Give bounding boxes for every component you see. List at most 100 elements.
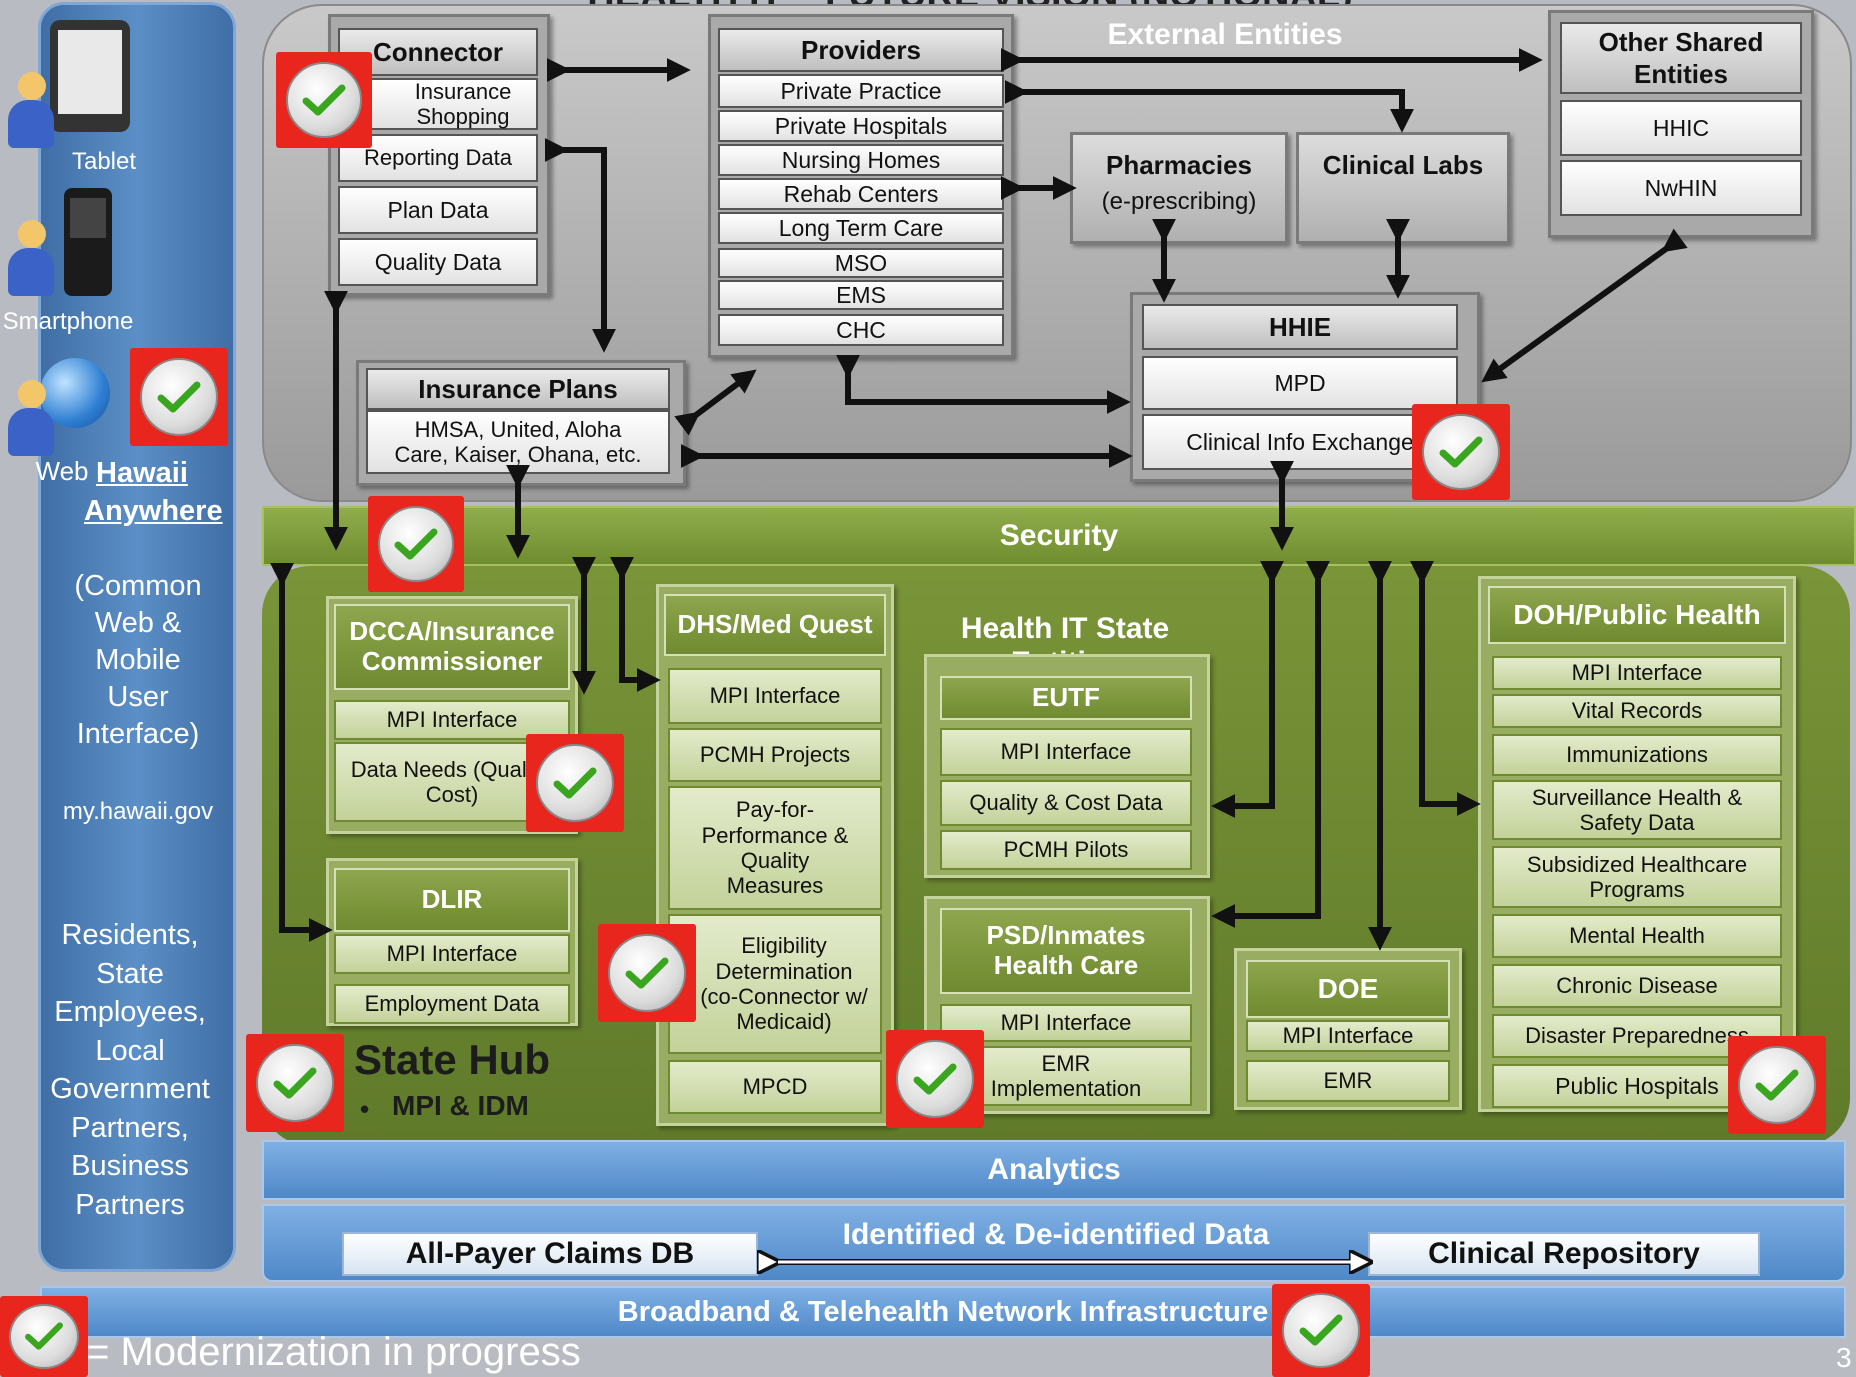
check-icon xyxy=(130,348,228,446)
note-line: Mobile xyxy=(95,644,181,676)
hawaii-anywhere-link[interactable]: Hawaii Anywhere xyxy=(84,454,224,530)
dlir-title: DLIR xyxy=(334,868,570,932)
doh-item: Chronic Disease xyxy=(1492,964,1782,1008)
note-line: Interface) xyxy=(76,718,200,750)
other-shared-item: NwHIN xyxy=(1560,160,1802,216)
audience-line: Employees, xyxy=(54,996,206,1028)
dhs-item: PCMH Projects xyxy=(668,728,882,782)
doe-title: DOE xyxy=(1246,960,1450,1018)
smartphone-icon xyxy=(64,188,112,296)
provider-item: Long Term Care xyxy=(718,212,1004,244)
dhs-item: MPCD xyxy=(668,1060,882,1114)
doe-item: EMR xyxy=(1246,1060,1450,1102)
link-line[interactable]: Hawaii xyxy=(96,457,188,489)
hhie-item: MPD xyxy=(1142,356,1458,410)
doe-item: MPI Interface xyxy=(1246,1020,1450,1052)
insurance-plans-title: Insurance Plans xyxy=(366,368,670,410)
provider-item: Nursing Homes xyxy=(718,144,1004,176)
hhie-title: HHIE xyxy=(1142,304,1458,350)
doh-item: Immunizations xyxy=(1492,734,1782,776)
check-icon xyxy=(276,52,372,148)
check-icon xyxy=(1728,1036,1826,1134)
user-icon xyxy=(6,380,56,460)
hhie-item: Clinical Info Exchange xyxy=(1142,414,1458,470)
doh-item: MPI Interface xyxy=(1492,656,1782,690)
provider-item: CHC xyxy=(718,314,1004,346)
connector-item: Quality Data xyxy=(338,238,538,286)
arrow xyxy=(674,369,757,436)
analytics-band: Analytics xyxy=(262,1140,1846,1200)
providers-title: Providers xyxy=(718,28,1004,72)
dhs-item: MPI Interface xyxy=(668,668,882,724)
all-payer-claims-db: All-Payer Claims DB xyxy=(342,1232,758,1276)
dlir-item: MPI Interface xyxy=(334,934,570,974)
doh-item: Subsidized Healthcare Programs xyxy=(1492,846,1782,908)
check-icon xyxy=(598,924,696,1022)
doh-title: DOH/Public Health xyxy=(1488,586,1786,644)
arrow xyxy=(270,562,333,942)
eutf-item: MPI Interface xyxy=(940,728,1192,776)
dhs-item: Eligibility Determination (co-Connector … xyxy=(668,914,882,1054)
psd-title: PSD/Inmates Health Care xyxy=(940,908,1192,994)
dlir-item: Employment Data xyxy=(334,984,570,1024)
provider-item: Rehab Centers xyxy=(718,178,1004,210)
audience-list: Residents, State Employees, Local Govern… xyxy=(44,916,216,1224)
eutf-item: Quality & Cost Data xyxy=(940,780,1192,826)
other-shared-item: HHIC xyxy=(1560,100,1802,156)
check-icon xyxy=(886,1030,984,1128)
smartphone-label: Smartphone xyxy=(2,308,134,335)
pharmacies-subtitle: (e-prescribing) xyxy=(1101,188,1257,215)
eutf-title: EUTF xyxy=(940,676,1192,720)
check-icon xyxy=(1272,1284,1370,1377)
legend-check-icon xyxy=(0,1296,88,1377)
audience-line: Partners xyxy=(75,1188,185,1221)
insurance-plans-line: HMSA, United, Aloha xyxy=(414,416,622,442)
note-line: Web & xyxy=(94,607,182,639)
check-icon xyxy=(368,496,464,592)
arrow xyxy=(610,556,661,692)
provider-item: Private Hospitals xyxy=(718,110,1004,142)
note-line: (Common xyxy=(74,570,202,602)
eutf-item: PCMH Pilots xyxy=(940,830,1192,870)
audience-line: State xyxy=(96,957,164,990)
other-shared-title: Other Shared Entities xyxy=(1560,22,1802,94)
connector-item: Plan Data xyxy=(338,186,538,234)
data-band-middle-label: Identified & De-identified Data xyxy=(842,1218,1270,1251)
user-icon xyxy=(6,72,56,152)
doh-item: Vital Records xyxy=(1492,694,1782,728)
arrow xyxy=(1211,560,1284,818)
arrow xyxy=(1410,560,1481,816)
legend-text: = Modernization in progress xyxy=(86,1330,581,1374)
dhs-item: Pay-for-Performance & Quality Measures xyxy=(668,786,882,910)
dcca-title: DCCA/Insurance Commissioner xyxy=(334,604,570,690)
audience-line: Local xyxy=(95,1034,165,1067)
clinical-repository: Clinical Repository xyxy=(1368,1232,1760,1276)
audience-line: Business xyxy=(71,1150,189,1182)
doh-item: Mental Health xyxy=(1492,914,1782,958)
globe-icon xyxy=(40,358,110,428)
insurance-plans-line: Care, Kaiser, Ohana, etc. xyxy=(394,442,642,467)
provider-item: Private Practice xyxy=(718,74,1004,108)
interface-note: (Common Web & Mobile User Interface) xyxy=(48,568,228,753)
state-hub-bullet: MPI & IDM xyxy=(392,1090,529,1121)
clinical-labs-title: Clinical Labs xyxy=(1322,150,1484,180)
check-icon xyxy=(526,734,624,832)
arrow xyxy=(1211,560,1330,928)
provider-item: MSO xyxy=(718,248,1004,278)
arrow xyxy=(1004,80,1414,133)
arrow xyxy=(1481,228,1688,383)
state-hub-title: State Hub xyxy=(354,1036,551,1083)
arrow xyxy=(836,354,1131,414)
site-link[interactable]: my.hawaii.gov xyxy=(62,798,214,825)
check-icon xyxy=(246,1034,344,1132)
external-entities-label: External Entities xyxy=(1107,18,1343,51)
page-number: 3 xyxy=(1836,1342,1852,1373)
audience-line: Government xyxy=(50,1073,210,1105)
dhs-title: DHS/Med Quest xyxy=(664,594,886,656)
broadband-band: Broadband & Telehealth Network Infrastru… xyxy=(40,1286,1846,1338)
audience-line: Residents, xyxy=(61,919,199,951)
provider-item: EMS xyxy=(718,280,1004,310)
link-line[interactable]: Anywhere xyxy=(84,495,223,527)
note-line: User xyxy=(107,681,169,713)
